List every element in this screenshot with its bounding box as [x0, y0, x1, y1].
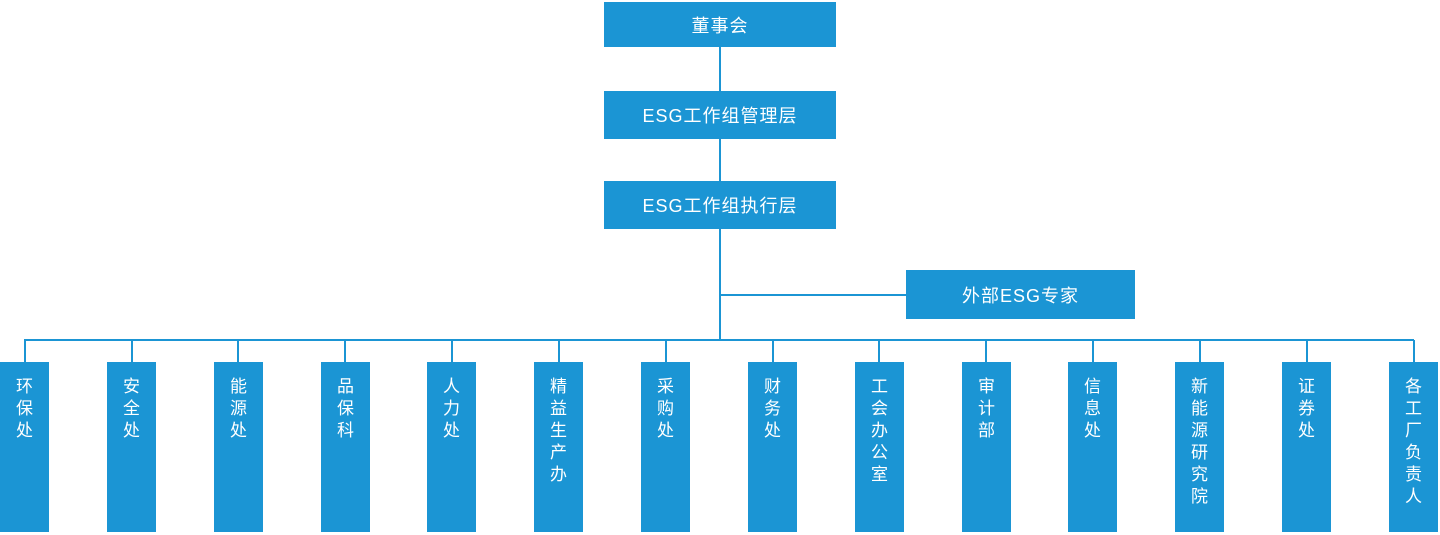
connector-dept-stub	[558, 340, 560, 362]
dept-node-label: 采购处	[657, 377, 674, 440]
dept-node-safety: 安全处	[107, 362, 156, 532]
dept-node-environment: 环保处	[0, 362, 49, 532]
connector-dept-stub	[1306, 340, 1308, 362]
dept-node-label: 能源处	[230, 377, 247, 440]
connector-dept-stub	[772, 340, 774, 362]
node-external-esg-experts-label: 外部ESG专家	[961, 285, 1079, 306]
connector-dept-stub	[131, 340, 133, 362]
dept-node-label: 证券处	[1298, 377, 1315, 440]
connector-execution-trunk	[719, 229, 721, 341]
dept-node-label: 品保科	[337, 377, 354, 440]
dept-node-audit: 审计部	[962, 362, 1011, 532]
dept-node-label: 财务处	[764, 377, 781, 440]
dept-node-label: 精益生产办	[550, 377, 567, 484]
node-esg-management: ESG工作组管理层	[604, 91, 836, 139]
node-esg-management-label: ESG工作组管理层	[642, 106, 798, 126]
dept-node-quality: 品保科	[321, 362, 370, 532]
connector-dept-stub	[878, 340, 880, 362]
dept-node-label: 新能源研究院	[1191, 377, 1208, 506]
dept-node-union-office: 工会办公室	[855, 362, 904, 532]
connector-departments-bus	[24, 339, 1414, 341]
connector-to-external-experts	[720, 294, 906, 296]
dept-node-securities: 证券处	[1282, 362, 1331, 532]
connector-dept-stub	[1413, 340, 1415, 362]
node-board-label: 董事会	[691, 15, 749, 36]
dept-node-lean-production: 精益生产办	[534, 362, 583, 532]
dept-node-label: 工会办公室	[871, 377, 888, 484]
dept-node-label: 人力处	[443, 377, 460, 440]
node-esg-execution: ESG工作组执行层	[604, 181, 836, 229]
dept-node-procurement: 采购处	[641, 362, 690, 532]
dept-node-label: 各工厂负责人	[1405, 377, 1422, 506]
node-board: 董事会	[604, 2, 836, 47]
dept-node-hr: 人力处	[427, 362, 476, 532]
dept-node-finance: 财务处	[748, 362, 797, 532]
connector-dept-stub	[237, 340, 239, 362]
connector-dept-stub	[1199, 340, 1201, 362]
node-esg-execution-label: ESG工作组执行层	[642, 196, 798, 216]
dept-node-label: 安全处	[123, 377, 140, 440]
connector-dept-stub	[1092, 340, 1094, 362]
connector-management-to-execution	[719, 139, 721, 181]
dept-node-factory-leads: 各工厂负责人	[1389, 362, 1438, 532]
connector-dept-stub	[985, 340, 987, 362]
dept-node-new-energy-institute: 新能源研究院	[1175, 362, 1224, 532]
connector-board-to-management	[719, 47, 721, 91]
connector-dept-stub	[344, 340, 346, 362]
connector-dept-stub	[665, 340, 667, 362]
node-external-esg-experts: 外部ESG专家	[906, 270, 1135, 319]
dept-node-label: 环保处	[16, 377, 33, 440]
connector-dept-stub	[451, 340, 453, 362]
dept-node-information: 信息处	[1068, 362, 1117, 532]
dept-node-energy: 能源处	[214, 362, 263, 532]
connector-dept-stub	[24, 340, 26, 362]
dept-node-label: 审计部	[978, 377, 995, 440]
dept-node-label: 信息处	[1084, 377, 1101, 440]
